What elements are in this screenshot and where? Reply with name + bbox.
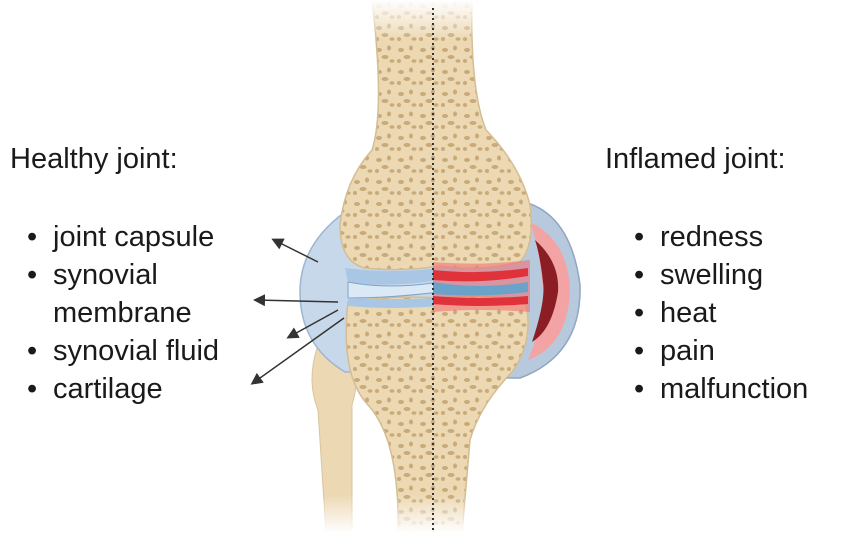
femur-shape xyxy=(340,0,531,270)
